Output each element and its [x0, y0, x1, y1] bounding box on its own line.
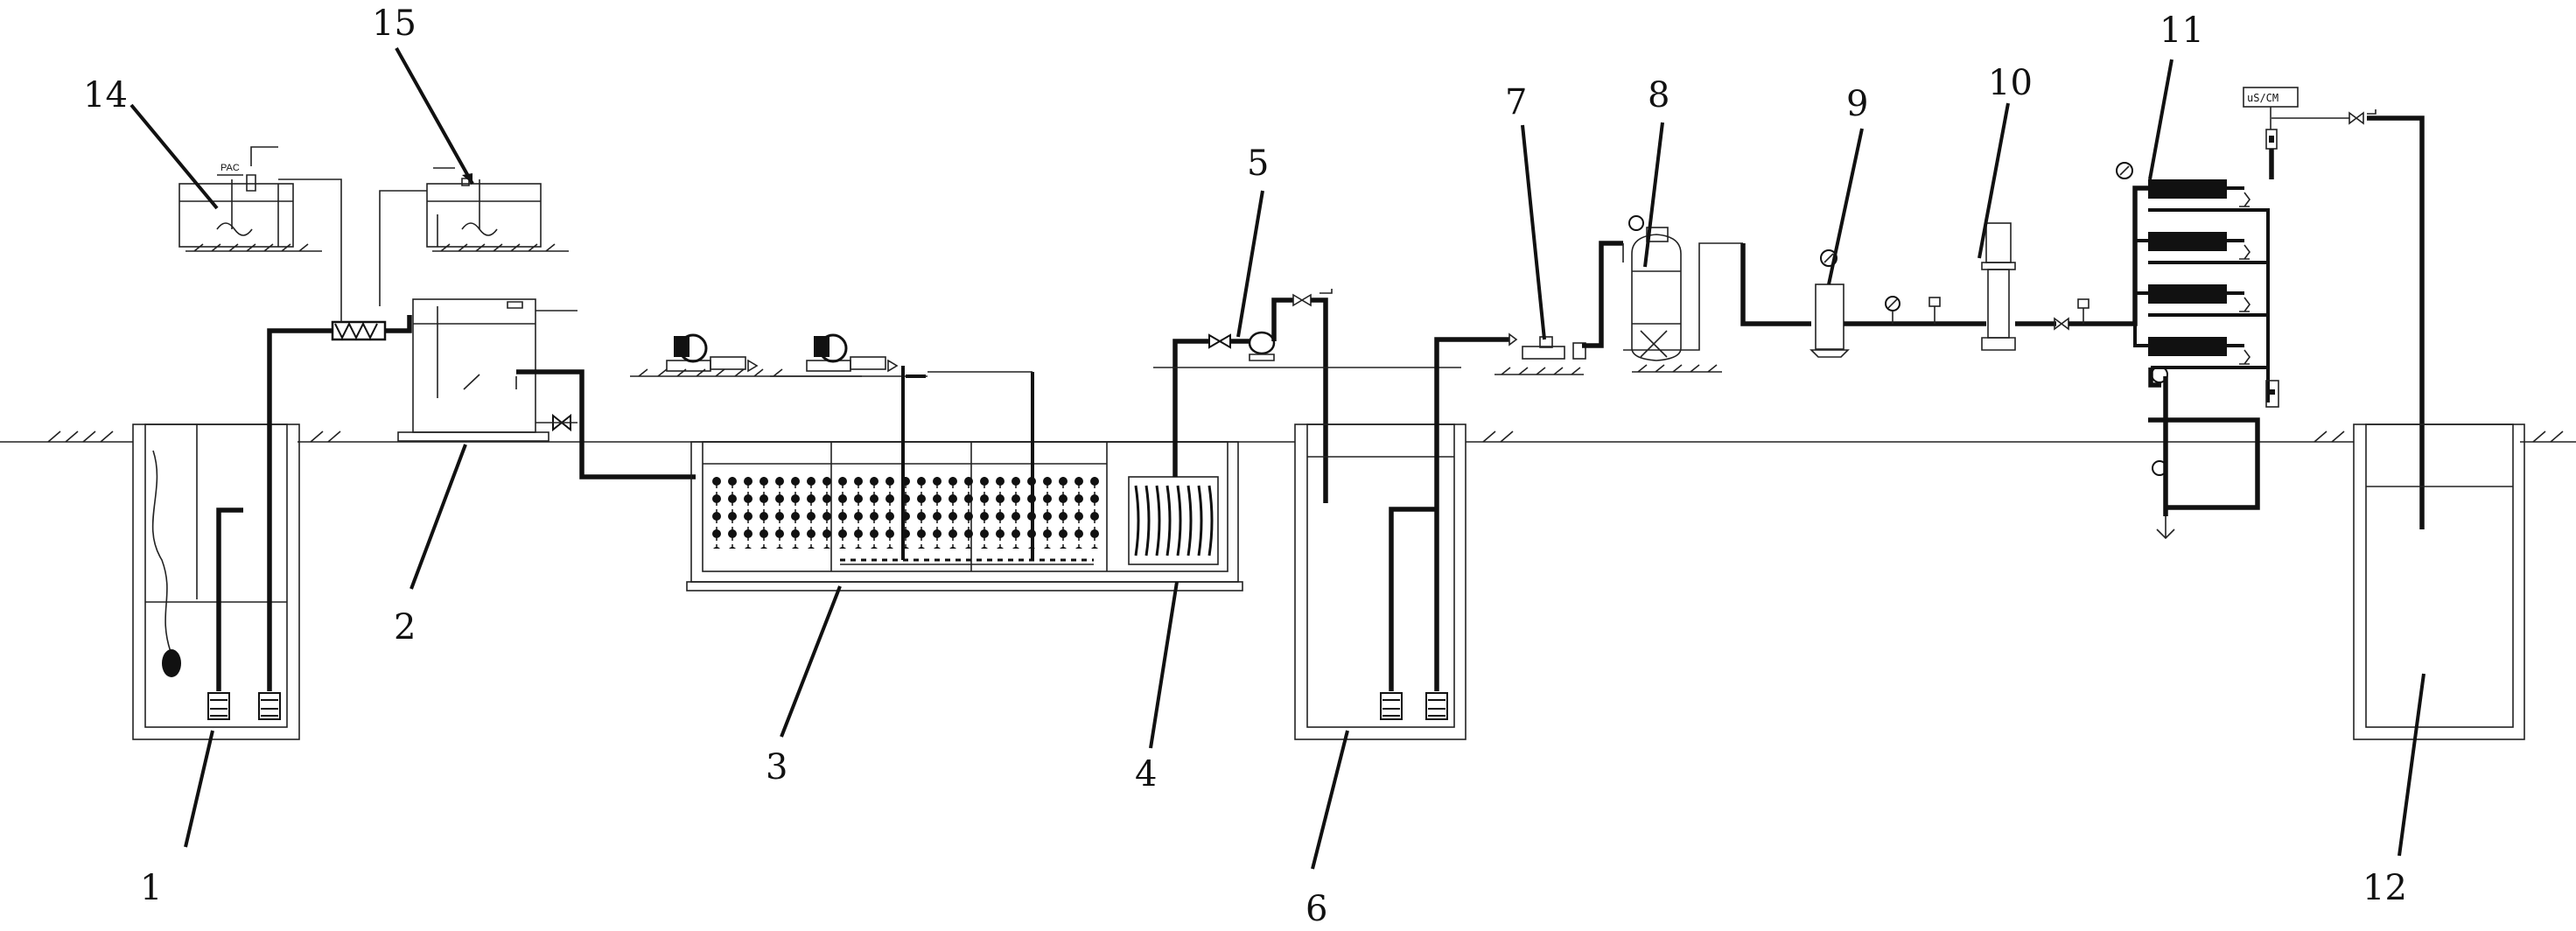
callout-9: 9	[1846, 84, 1868, 124]
callout-11: 11	[2160, 10, 2204, 51]
pipe-pit-to-tank	[216, 328, 332, 691]
callout-2: 2	[394, 607, 416, 648]
drain-outlet	[2152, 460, 2175, 540]
submersible-pump-icon	[1380, 692, 1403, 720]
booster-pump	[1508, 332, 1586, 360]
pac-label: PAC	[220, 163, 240, 173]
pressure-gauge-icon	[1885, 296, 1900, 324]
ground-hatch-right	[1482, 430, 2564, 443]
aeration-blower-left	[666, 333, 759, 373]
aeration-blower-right	[806, 333, 899, 373]
level-float-icon	[162, 649, 181, 677]
leader-10	[1978, 102, 2010, 259]
submersible-pump-icon	[207, 692, 230, 720]
callout-10: 10	[1988, 63, 2033, 103]
leader-8	[1643, 122, 1664, 268]
ro-vessel	[2148, 337, 2227, 356]
ground-hatch-left	[47, 430, 341, 443]
leader-14	[130, 103, 219, 210]
submersible-pump-icon	[258, 692, 281, 720]
sand-filter-tank	[1622, 215, 1743, 361]
leader-6	[1311, 730, 1349, 870]
callout-12: 12	[2362, 868, 2407, 908]
suction-valve-icon	[1208, 333, 1231, 349]
raw-water-pit	[132, 424, 300, 740]
callout-15: 15	[372, 4, 416, 44]
leader-2	[410, 444, 467, 590]
callout-14: 14	[83, 75, 128, 116]
leader-15	[395, 47, 474, 185]
pac-dosing-tank: PAC	[178, 146, 342, 322]
ro-vessel	[2148, 284, 2227, 304]
pressure-switch-icon	[1928, 297, 1941, 324]
callout-8: 8	[1648, 75, 1670, 116]
leader-4	[1149, 581, 1179, 749]
static-mixer-icon	[331, 320, 387, 341]
level-float-cable	[151, 450, 172, 653]
cartridge-filter	[1810, 249, 1850, 358]
leader-5	[1236, 190, 1264, 338]
leader-7	[1521, 124, 1546, 340]
leader-11	[2148, 59, 2174, 180]
pressure-switch-icon	[2077, 298, 2090, 324]
coagulation-tank	[397, 298, 578, 442]
ro-vessel	[2148, 232, 2227, 251]
leader-12	[2398, 673, 2426, 857]
callout-1: 1	[140, 868, 162, 908]
submersible-pump-icon	[1425, 692, 1448, 720]
clean-water-tank	[1294, 424, 1466, 740]
callout-5: 5	[1247, 144, 1269, 184]
leader-3	[780, 585, 842, 738]
callout-3: 3	[766, 747, 788, 788]
ro-membrane-array	[2116, 162, 2270, 402]
leader-1	[184, 730, 214, 848]
product-water-tank	[2353, 424, 2525, 740]
pam-dosing-tank	[379, 167, 542, 306]
callout-6: 6	[1306, 889, 1327, 929]
callout-4: 4	[1135, 754, 1157, 794]
leader-9	[1827, 128, 1864, 285]
high-pressure-pump	[1981, 222, 2016, 351]
conductivity-label: uS/CM	[2247, 92, 2278, 104]
membrane-module	[1128, 476, 1219, 565]
suction-pump-icon	[1248, 331, 1276, 361]
flow-meter-icon	[2151, 366, 2279, 408]
callout-7: 7	[1505, 82, 1527, 122]
ro-vessel	[2148, 179, 2227, 199]
